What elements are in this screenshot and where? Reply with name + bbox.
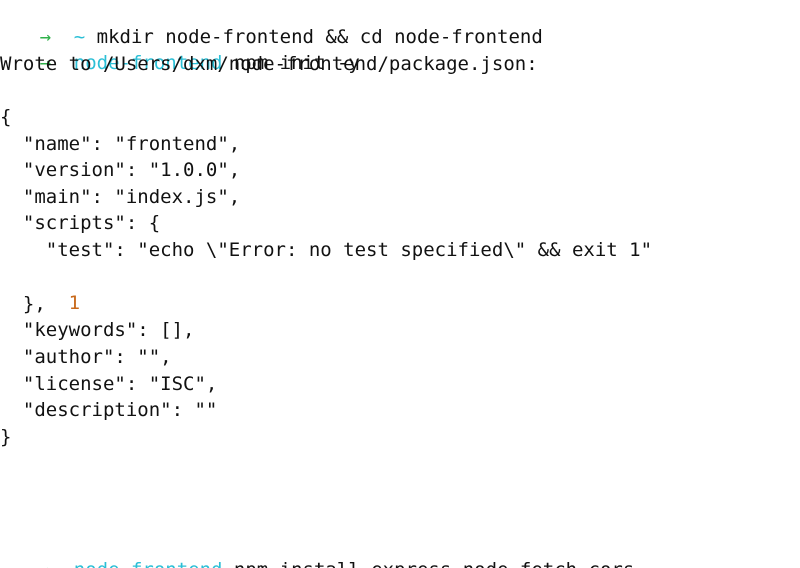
right-arrow-icon: → [39,26,52,48]
output-description-line: "description": "" [0,399,218,421]
output-version-line: "version": "1.0.0", [0,159,241,181]
command-line-npm-install: →node-frontend npm install express node-… [0,531,635,568]
command-line-mkdir: → ~ mkdir node-frontend && cd node-fronte… [0,0,543,48]
command-text: mkdir node-frontend && cd node-frontend [85,26,543,48]
prompt-cwd: ~ [73,26,86,48]
command-line-npm-init: → node-frontend npm init -y [0,24,360,74]
command-text: npm install express node-fetch cors [222,559,634,568]
output-license-line: "license": "ISC", [0,373,218,395]
output-test-line: "test": "echo \"Error: no test specified… [0,239,653,261]
output-name-line: "name": "frontend", [0,133,241,155]
output-keywords-line: "keywords": [], [0,319,195,341]
output-author-line: "author": "", [0,346,172,368]
output-wrote-line: Wrote to /Users/dxm/node-frontend/packag… [0,53,538,75]
output-close-brace: } [0,426,12,448]
output-main-line: "main": "index.js", [0,186,241,208]
prompt-cwd: node-frontend [73,52,223,74]
command-text: npm init -y [222,52,360,74]
right-arrow-icon: → [39,52,52,74]
output-open-brace: { [0,106,12,128]
output-scripts-line: "scripts": { [0,212,161,234]
prompt-cwd: node-frontend [74,559,223,568]
highlight-number: 1 [68,292,81,314]
output-scripts-close: }, [0,293,46,315]
right-arrow-icon: → [40,557,74,568]
indent [46,292,69,314]
output-number-line: 1 [0,264,80,314]
